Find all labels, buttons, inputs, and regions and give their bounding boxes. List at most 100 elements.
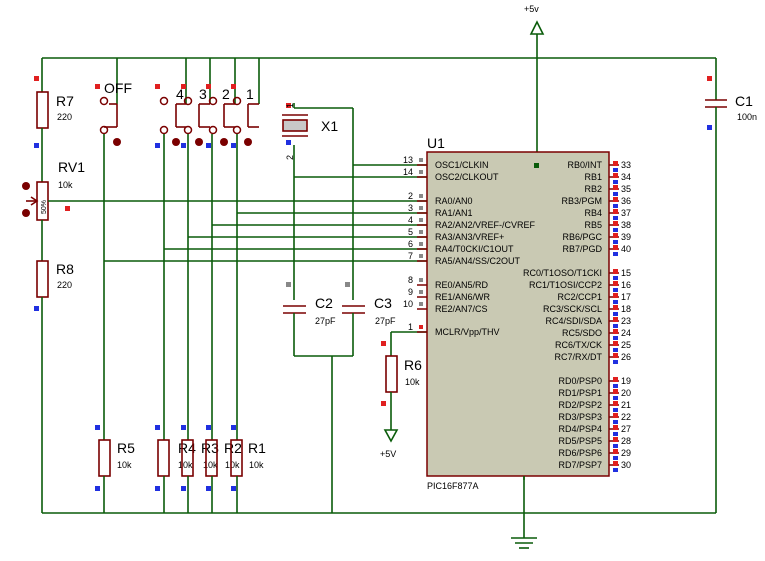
ic-pin-label: RC4/SDI/SDA	[545, 316, 602, 326]
switch-3[interactable]: 3	[181, 58, 211, 148]
switch-4-label: 4	[176, 86, 184, 102]
ic-pin-label: RE0/AN5/RD	[435, 280, 489, 290]
ic-pin-number: 25	[621, 340, 631, 350]
ic-pin-number: 22	[621, 412, 631, 422]
switch-2[interactable]: 2	[206, 58, 236, 148]
r4-resistor: R4 10k	[155, 425, 196, 513]
r5-value: 10k	[117, 460, 132, 470]
r2-resistor: R2 10k	[205, 425, 242, 513]
top-rail	[42, 57, 716, 165]
ic-pin-label: RE1/AN6/WR	[435, 292, 491, 302]
ic-pin-25: 25 RC6/TX/CK	[555, 340, 631, 352]
r5-resistor: R5 10k	[95, 425, 135, 513]
ic-pin-number: 28	[621, 436, 631, 446]
ic-pin-label: RA0/AN0	[435, 196, 473, 206]
r8-value: 220	[57, 280, 72, 290]
switch-4[interactable]: 4	[155, 58, 187, 148]
ic-pin-label: RB0/INT	[567, 160, 602, 170]
ic-right-pins: 33RB0/INT34RB135RB236RB3/PGM37RB438RB539…	[523, 160, 631, 472]
c2-value: 27pF	[315, 316, 336, 326]
ic-pin-number: 7	[408, 251, 413, 261]
ic-pin-29: 29 RD6/PSP6	[558, 448, 631, 460]
ic-pin-number: 3	[408, 203, 413, 213]
ic-pin-number: 6	[408, 239, 413, 249]
ic-pin-27: 27 RD4/PSP4	[558, 424, 631, 436]
ic-pin-label: RD4/PSP4	[558, 424, 602, 434]
ic-pin-number: 1	[408, 322, 413, 332]
r5-ref: R5	[117, 440, 135, 456]
ic-pin-label: RC5/SDO	[562, 328, 602, 338]
ic-pin-label: OSC1/CLKIN	[435, 160, 489, 170]
ic-pin-number: 37	[621, 208, 631, 218]
r7-ref: R7	[56, 93, 74, 109]
r1-value: 10k	[249, 460, 264, 470]
ic-pin-label: RB1	[584, 172, 602, 182]
vcc-terminal: +5v	[524, 4, 545, 58]
ic-pin-number: 15	[621, 268, 631, 278]
switch-3-label: 3	[199, 86, 207, 102]
ic-pin-number: 38	[621, 220, 631, 230]
mclr-supply-label: +5V	[380, 449, 396, 459]
ic-pin-label: RA2/AN2/VREF-/CVREF	[435, 220, 536, 230]
r1-ref: R1	[248, 440, 266, 456]
ic-pin-number: 27	[621, 424, 631, 434]
ic-pin-label: RD5/PSP5	[558, 436, 602, 446]
ic-pin-number: 30	[621, 460, 631, 470]
ic-pin-number: 29	[621, 448, 631, 458]
ic-pin-label: RD2/PSP2	[558, 400, 602, 410]
left-divider-column: R7 220 50% RV1 10k R8 220	[22, 58, 85, 513]
ic-pin-number: 16	[621, 280, 631, 290]
ic-pin-label: RB3/PGM	[561, 196, 602, 206]
c1-capacitor: C1 100n	[705, 58, 757, 513]
c1-ref: C1	[735, 93, 753, 109]
r6-resistor: R6 10k +5V	[380, 331, 427, 459]
switch-1[interactable]: 1	[231, 58, 260, 148]
ic-pin-label: RA1/AN1	[435, 208, 473, 218]
ic-pin-number: 39	[621, 232, 631, 242]
r8-ref: R8	[56, 261, 74, 277]
ic-pin-label: RB2	[584, 184, 602, 194]
ic-pin-label: RD7/PSP7	[558, 460, 602, 470]
r4-value: 10k	[178, 460, 193, 470]
ic-pin-label: RC3/SCK/SCL	[543, 304, 602, 314]
r2-value: 10k	[225, 460, 240, 470]
ic-pin-number: 36	[621, 196, 631, 206]
c3-ref: C3	[374, 295, 392, 311]
switch-2-label: 2	[222, 86, 230, 102]
c3-value: 27pF	[375, 316, 396, 326]
r7-value: 220	[57, 112, 72, 122]
ic-pin-label: RE2/AN7/CS	[435, 304, 488, 314]
r2-ref: R2	[224, 440, 242, 456]
ic-pin-label: RD6/PSP6	[558, 448, 602, 458]
switch-off[interactable]: OFF	[95, 58, 132, 146]
x1-ref: X1	[321, 118, 338, 134]
x1-pin1: 1	[285, 103, 295, 108]
ic-pin-label: RC6/TX/CK	[555, 340, 602, 350]
r7-body	[36, 91, 49, 129]
r6-value: 10k	[405, 377, 420, 387]
ic-pin-label: RC2/CCP1	[557, 292, 602, 302]
c2-capacitor: C2 27pF	[283, 282, 336, 356]
switch-off-label: OFF	[104, 80, 132, 96]
